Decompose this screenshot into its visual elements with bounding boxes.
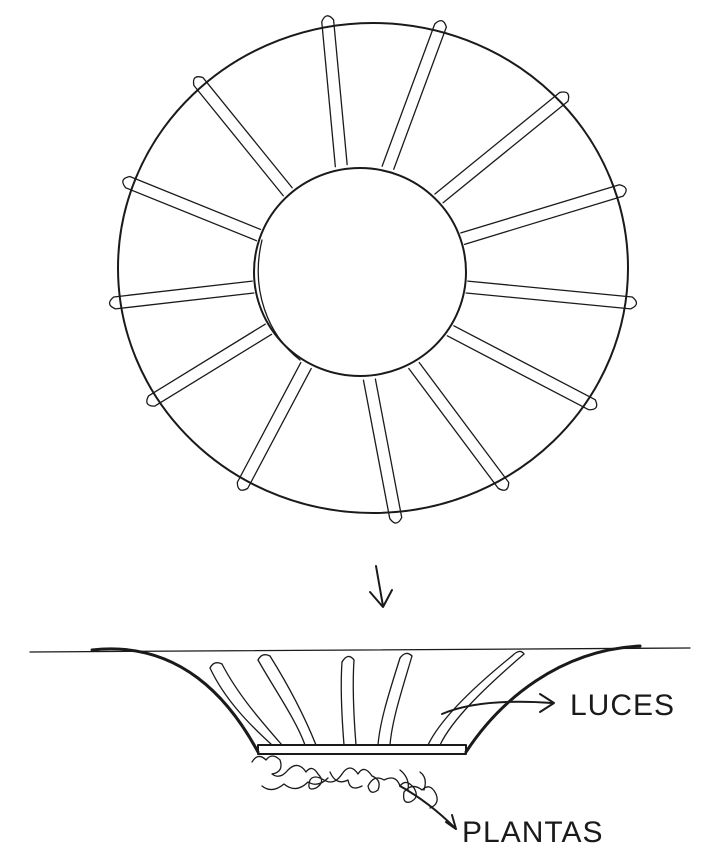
lights-label: LUCES [570,689,675,722]
section-view: LUCES PLANTAS [30,646,690,849]
bowl-left-wall [92,649,258,752]
inner-disc-shadow [258,240,300,360]
light-strip-7 [409,363,509,491]
light-strip-5 [466,281,636,309]
light-strip-8 [363,379,401,523]
inner-disc [254,168,466,376]
top-view-plan [110,16,637,523]
outer-ring [118,23,628,513]
plants-scribble [252,756,437,808]
light-strip-2 [382,21,446,170]
light-strip-11 [110,281,254,309]
light-strip-10 [147,324,272,406]
lights-callout: LUCES [442,689,675,722]
light-spokes [110,16,637,523]
light-strip-12 [123,177,261,241]
light-strip-9 [237,363,311,491]
light-strip-1 [322,16,347,167]
down-arrow [370,566,392,607]
plants-callout: PLANTAS [400,786,604,849]
light-strip-6 [447,326,596,410]
light-strip-4 [461,185,626,245]
bowl-base [258,745,466,754]
plants-label: PLANTAS [462,816,604,849]
light-strip-13 [194,77,293,196]
light-strip-3 [435,92,569,203]
section-light-strips [210,651,524,745]
